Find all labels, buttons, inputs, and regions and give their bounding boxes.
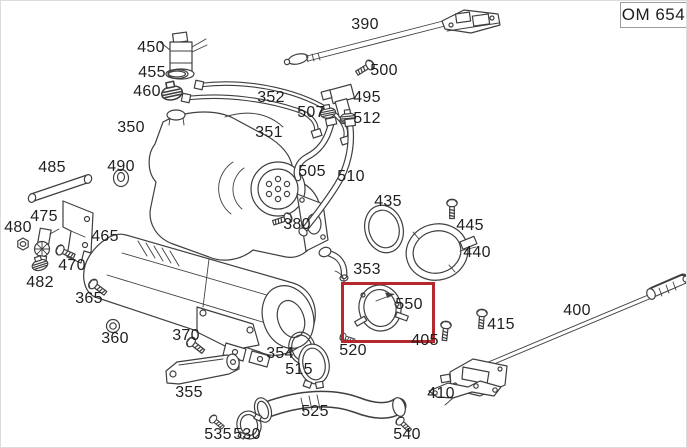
- part-label-465: 465: [91, 228, 119, 245]
- sensor-400-drawing: [473, 273, 686, 373]
- part-label-485: 485: [38, 159, 66, 176]
- part-label-495: 495: [353, 89, 381, 106]
- part-label-507: 507: [297, 104, 325, 121]
- part-label-450: 450: [137, 39, 165, 56]
- part-label-445: 445: [456, 217, 484, 234]
- part-label-365: 365: [75, 290, 103, 307]
- pointer-arrow-icon: [375, 292, 395, 302]
- part-label-455: 455: [138, 64, 166, 81]
- hose-510-drawing: [298, 117, 356, 237]
- part-label-540: 540: [393, 426, 421, 443]
- part-label-380: 380: [283, 216, 311, 233]
- screw-405-drawing: [438, 320, 453, 342]
- part-label-354: 354: [266, 345, 294, 362]
- part-label-530: 530: [233, 426, 261, 443]
- sensor-495-drawing: [320, 83, 356, 125]
- part-label-405: 405: [411, 332, 439, 349]
- part-label-512: 512: [353, 110, 381, 127]
- bracket-410-drawing: [428, 380, 502, 406]
- part-label-460: 460: [133, 83, 161, 100]
- pipe-353-drawing: [318, 246, 349, 285]
- grommet-490-drawing: [112, 168, 130, 188]
- nut-360-drawing: [105, 318, 121, 334]
- part-label-520: 520: [339, 342, 367, 359]
- part-label-415: 415: [487, 316, 515, 333]
- part-label-435: 435: [374, 193, 402, 210]
- pipe-351-drawing: [180, 92, 323, 139]
- clamp-530-drawing: [236, 410, 263, 440]
- part-label-410: 410: [427, 385, 455, 402]
- part-label-400: 400: [563, 302, 591, 319]
- clamp-440-drawing: [405, 223, 478, 281]
- bracket-465-drawing: [62, 200, 94, 264]
- part-label-475: 475: [30, 208, 58, 225]
- part-label-510: 510: [337, 168, 365, 185]
- dpf-canister-drawing: [83, 233, 316, 368]
- clamp-550-drawing: [354, 284, 409, 332]
- clamp-460-drawing: [158, 79, 185, 103]
- part-label-353: 353: [353, 261, 381, 278]
- clamp-515-drawing: [298, 343, 330, 390]
- rod-485-drawing: [27, 174, 93, 203]
- part-label-351: 351: [255, 124, 283, 141]
- part-label-360: 360: [101, 330, 129, 347]
- part-label-370: 370: [172, 327, 200, 344]
- part-label-500: 500: [370, 62, 398, 79]
- part-label-482: 482: [26, 274, 54, 291]
- part-label-490: 490: [107, 158, 135, 175]
- seal-455-drawing: [165, 68, 189, 80]
- engine-code-badge: OM 654: [620, 2, 686, 28]
- part-label-535: 535: [204, 426, 232, 443]
- bolt-445-drawing: [446, 198, 458, 220]
- part-label-480: 480: [4, 219, 32, 236]
- hose-505-drawing: [293, 116, 338, 182]
- screw-415-drawing: [475, 308, 489, 330]
- nut-480-drawing: [17, 237, 29, 251]
- part-label-550: 550: [395, 296, 423, 313]
- part-label-352: 352: [257, 89, 285, 106]
- part-label-440: 440: [463, 244, 491, 261]
- part-label-505: 505: [298, 163, 326, 180]
- pipe-525-drawing: [253, 390, 407, 423]
- part-label-515: 515: [285, 361, 313, 378]
- bracket-355-drawing: [165, 353, 240, 385]
- sensor-390-drawing: [283, 9, 501, 66]
- highlight-box-550: [341, 282, 435, 343]
- engine-code-label: OM 654: [621, 5, 686, 24]
- part-label-355: 355: [175, 384, 203, 401]
- gasket-435-drawing: [364, 204, 404, 254]
- part-label-525: 525: [301, 403, 329, 420]
- part-label-390: 390: [351, 16, 379, 33]
- part-label-350: 350: [117, 119, 145, 136]
- part-label-470: 470: [58, 257, 86, 274]
